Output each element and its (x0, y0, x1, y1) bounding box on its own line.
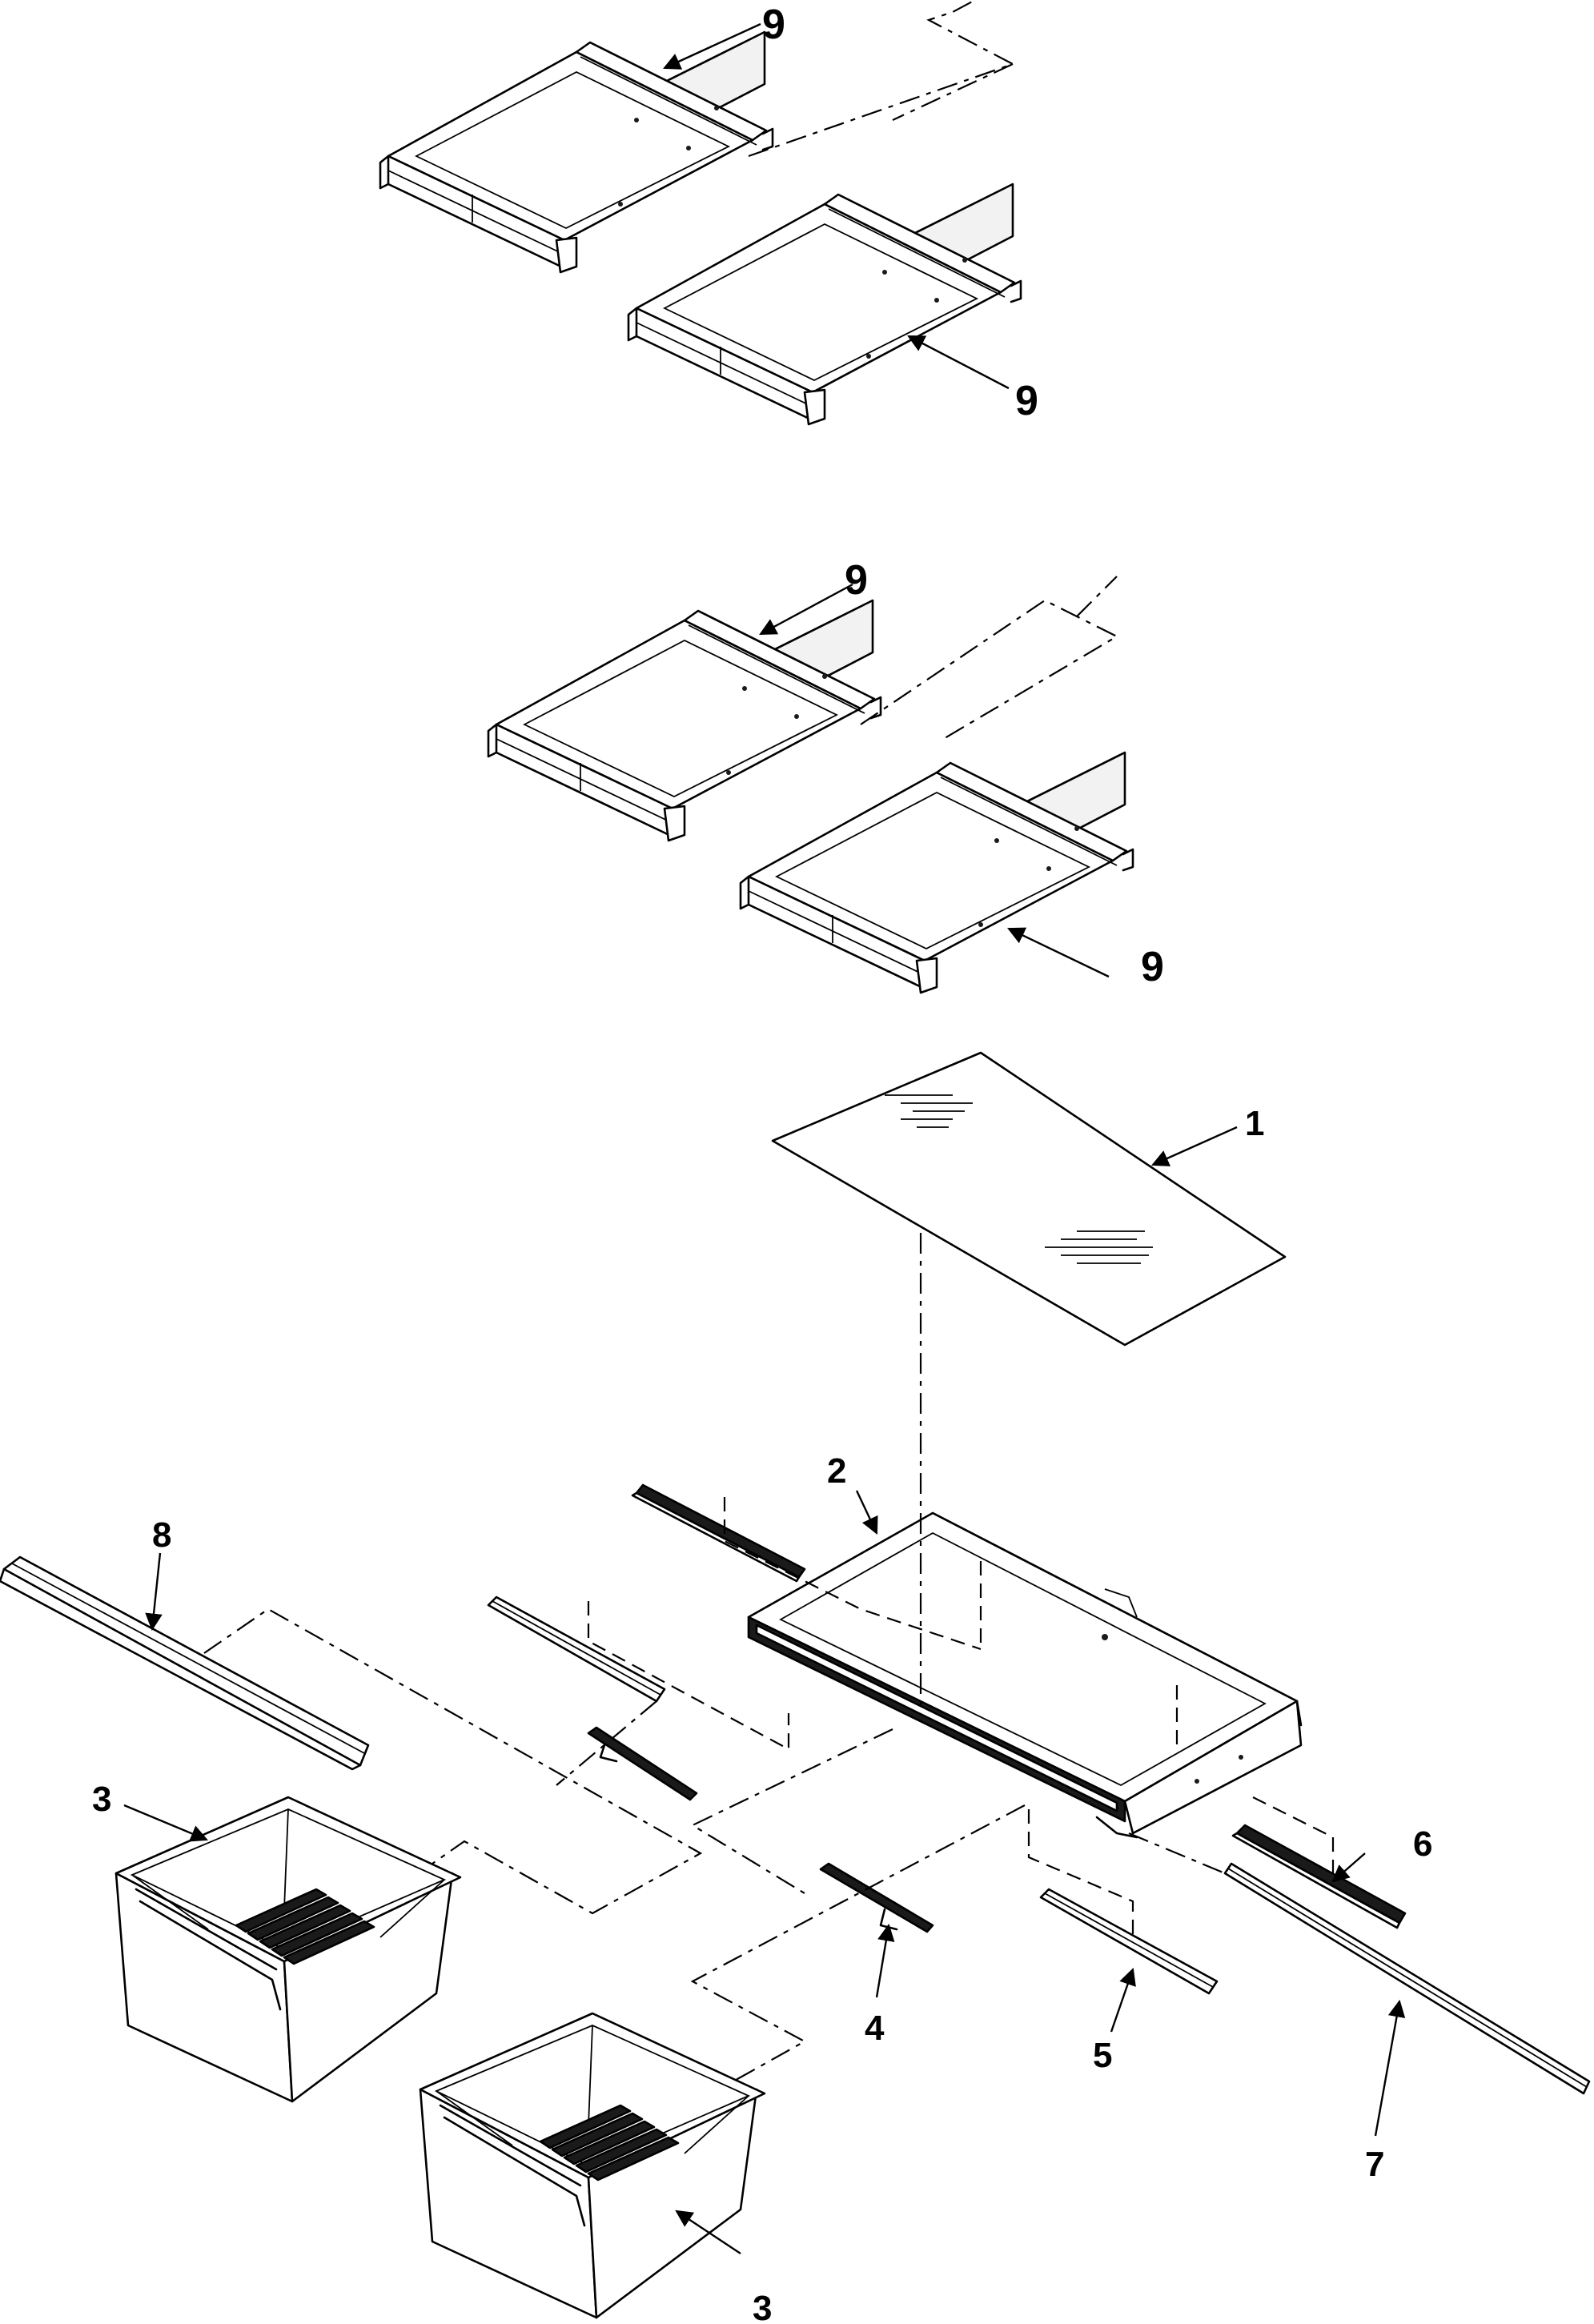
callout-6: 6 (1413, 1824, 1432, 1864)
callout-7: 7 (1365, 2145, 1384, 2184)
callout-2: 2 (827, 1451, 846, 1491)
shelf-top-left (379, 30, 774, 274)
front-trim-long (0, 1555, 703, 1915)
support-clip-upper (587, 1726, 698, 1801)
shelf-middle-right (739, 751, 1134, 994)
callout-9-middle-left: 9 (845, 557, 868, 604)
callout-leaders (123, 22, 1406, 2255)
callout-9-top-right: 9 (1015, 378, 1038, 424)
callout-9-middle-right: 9 (1141, 944, 1164, 990)
shelf-group-middle (487, 576, 1134, 994)
shelf-frame (747, 1233, 1303, 1839)
shelf-group-top (379, 0, 1022, 426)
glass-shelf-panel (771, 1051, 1287, 1347)
crisper-drawer-lower (419, 2012, 766, 2319)
front-rail-long (1128, 1832, 1591, 2095)
shelf-top-right (627, 183, 1022, 426)
callout-4: 4 (865, 2009, 885, 2048)
frame-rear-trim (631, 1483, 982, 1651)
callout-1: 1 (1245, 1104, 1264, 1143)
support-clip (690, 1728, 1026, 2098)
callout-8: 8 (152, 1515, 171, 1555)
side-rail-right (1027, 1809, 1219, 1995)
callout-labels: 9 9 9 9 1 2 8 3 6 4 5 7 3 (92, 2, 1432, 2324)
rear-trim-short (1231, 1796, 1407, 1929)
callout-9-top-left: 9 (762, 2, 785, 48)
callout-3-upper: 3 (92, 1780, 111, 1819)
crisper-drawer-upper (114, 1796, 462, 2103)
side-rail-left (487, 1595, 790, 1786)
callout-5: 5 (1093, 2036, 1112, 2075)
callout-3-lower: 3 (753, 2289, 772, 2324)
shelf-middle-left (487, 599, 882, 842)
